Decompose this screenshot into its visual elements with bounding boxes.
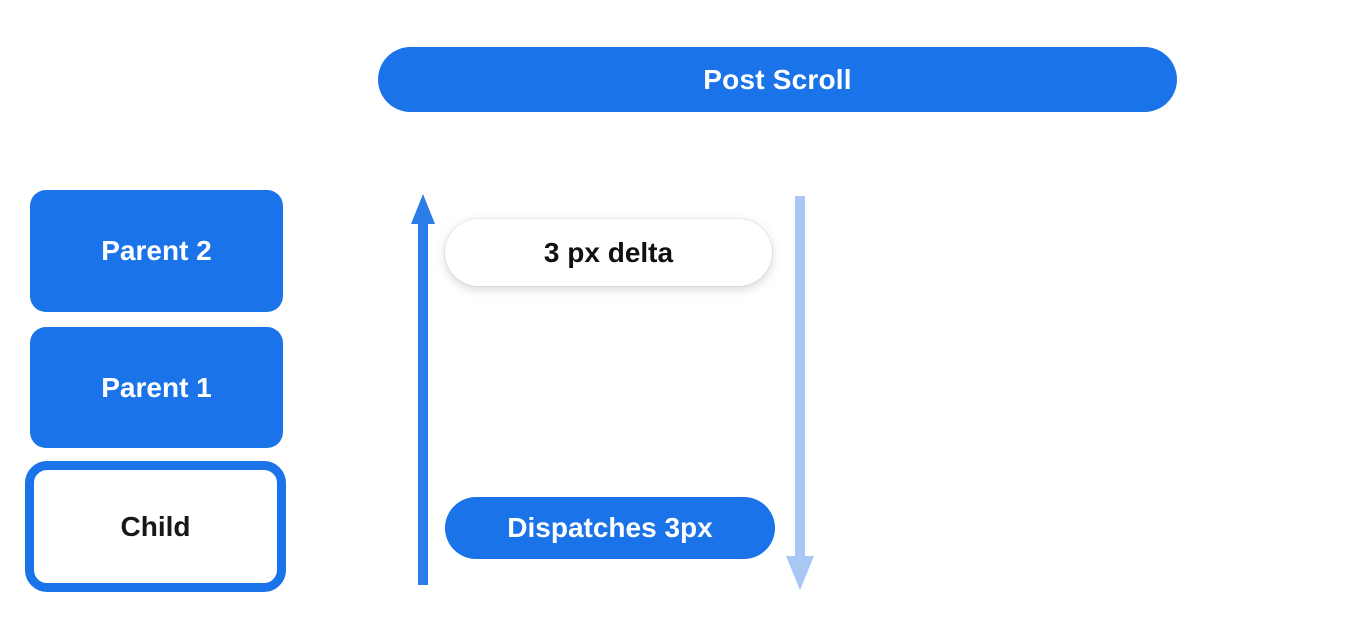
up-arrow-icon	[411, 194, 435, 585]
dispatch-annotation-pill: Dispatches 3px	[445, 497, 775, 559]
node-parent-2-label: Parent 2	[101, 235, 212, 266]
delta-annotation-pill: 3 px delta	[445, 219, 772, 286]
node-parent-1-label: Parent 1	[101, 371, 212, 403]
post-scroll-title-label: Post Scroll	[703, 63, 852, 95]
delta-annotation-label: 3 px delta	[543, 236, 674, 268]
node-parent-1: Parent 1	[30, 327, 283, 448]
dispatch-annotation-label: Dispatches 3px	[507, 512, 713, 543]
post-scroll-title-pill: Post Scroll	[378, 47, 1177, 112]
node-child-label: Child	[120, 510, 191, 542]
down-arrow-icon	[786, 196, 814, 590]
node-child: Child	[25, 461, 286, 592]
node-parent-2: Parent 2	[30, 190, 283, 312]
